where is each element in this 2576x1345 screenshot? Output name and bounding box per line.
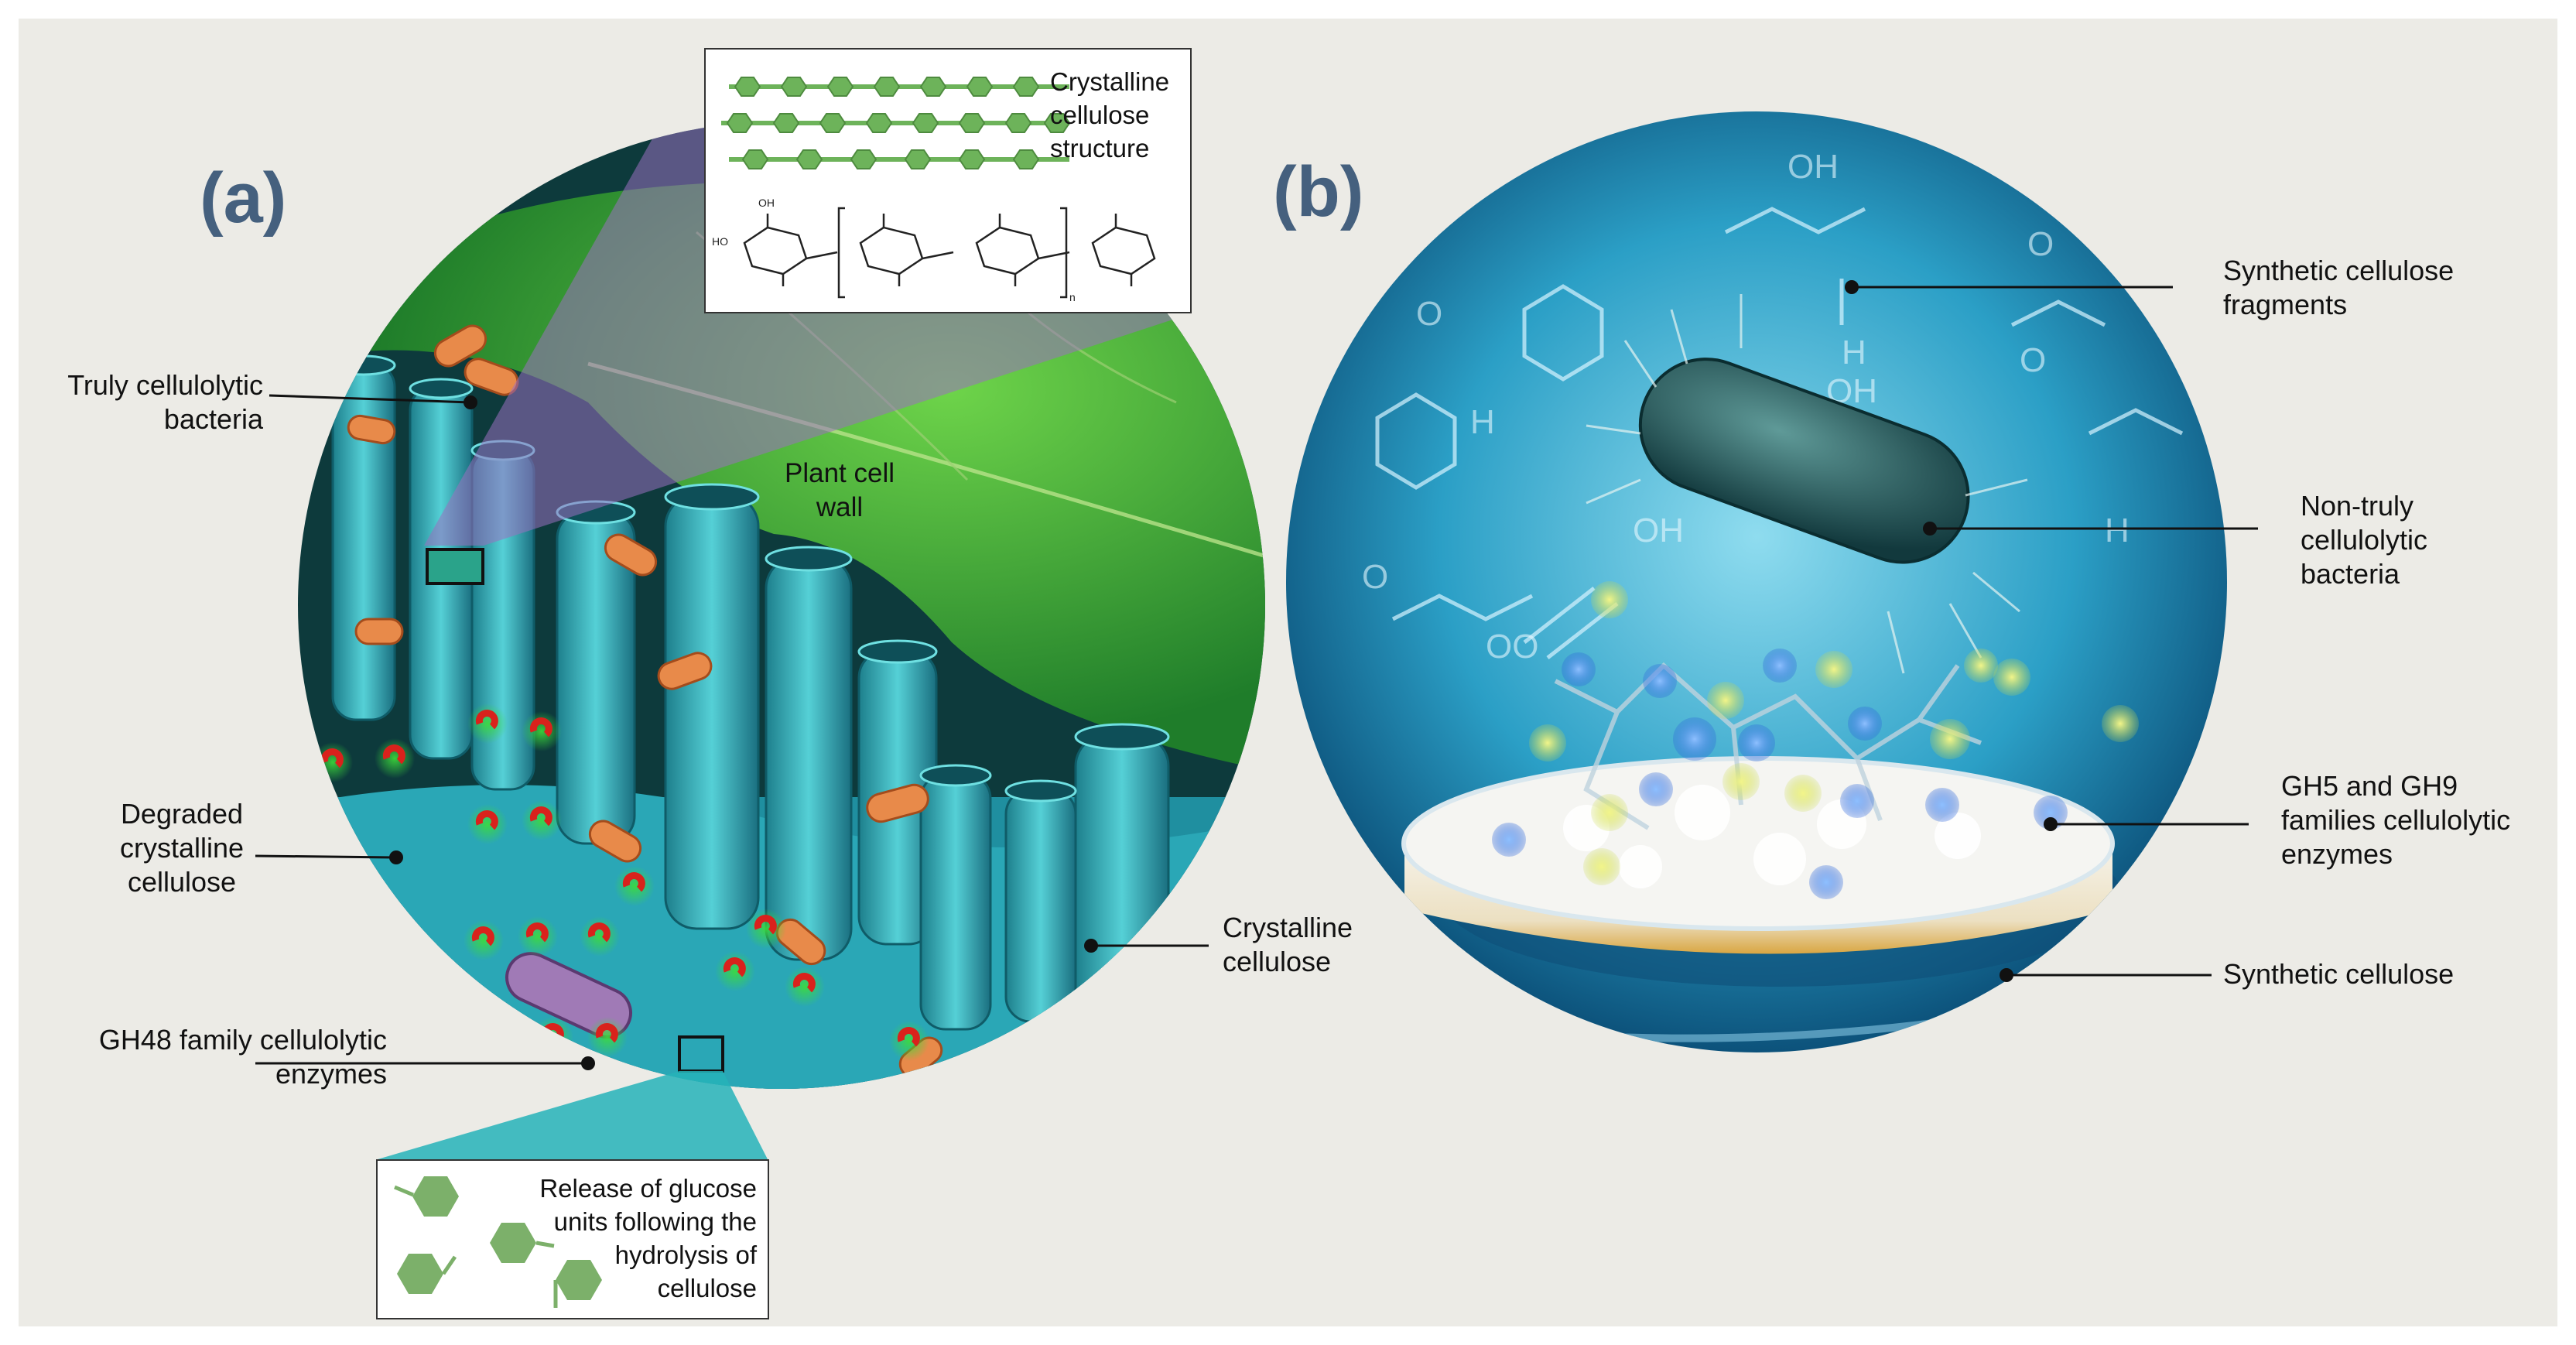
cellulose-chain-diagram <box>721 77 1156 299</box>
plant-cell-wall-label: Plant cell wall <box>784 458 895 522</box>
svg-text:OH: OH <box>1633 512 1684 549</box>
degraded-crystalline-cellulose-label: Degraded crystalline cellulose <box>119 798 245 898</box>
gh48-enzymes-label: GH48 family cellulolytic enzymes <box>98 1024 387 1090</box>
svg-text:O: O <box>2020 341 2046 379</box>
truly-cellulolytic-bacteria-label: Truly cellulolytic bacteria <box>67 369 263 435</box>
glucose-release-inset: Release of glucose units following the h… <box>376 1159 769 1319</box>
glucose-units-diagram <box>394 1176 602 1308</box>
cellulose-structure-inset: Crystalline cellulose structure OH HO n <box>704 48 1192 313</box>
non-truly-cellulolytic-bacteria-label: Non-truly cellulolytic bacteria <box>2301 490 2428 590</box>
leader-dots <box>389 280 2058 1070</box>
svg-text:H: H <box>1470 403 1495 441</box>
gh5-gh9-enzymes-label: GH5 and GH9 families cellulolytic enzyme… <box>2281 770 2511 870</box>
svg-text:O: O <box>1362 558 1388 596</box>
svg-text:O: O <box>2027 225 2054 263</box>
chem-ho-label: HO <box>712 235 728 248</box>
synthetic-cellulose-label: Synthetic cellulose <box>2223 958 2455 990</box>
leader-lines <box>255 286 2258 1065</box>
chem-oh-label: OH <box>758 197 775 209</box>
svg-text:O: O <box>1416 295 1442 333</box>
svg-text:H: H <box>2105 512 2130 549</box>
synthetic-cellulose-fragments-label: Synthetic cellulose fragments <box>2223 255 2455 320</box>
svg-text:OO: OO <box>1486 628 1538 666</box>
panel-b-artwork: OH O O H O H OH H O OO OH <box>1286 111 2227 1052</box>
cellulose-structure-label: Crystalline cellulose structure <box>1050 67 1170 163</box>
svg-text:OH: OH <box>1787 148 1839 186</box>
glucose-release-label: Release of glucose units following the h… <box>539 1174 757 1302</box>
chem-n-label: n <box>1069 291 1076 303</box>
svg-text:H: H <box>1842 334 1866 371</box>
panel-b-letter: (b) <box>1273 152 1364 231</box>
crystalline-cellulose-label: Crystalline cellulose <box>1223 912 1353 977</box>
panel-a-letter: (a) <box>200 159 287 238</box>
